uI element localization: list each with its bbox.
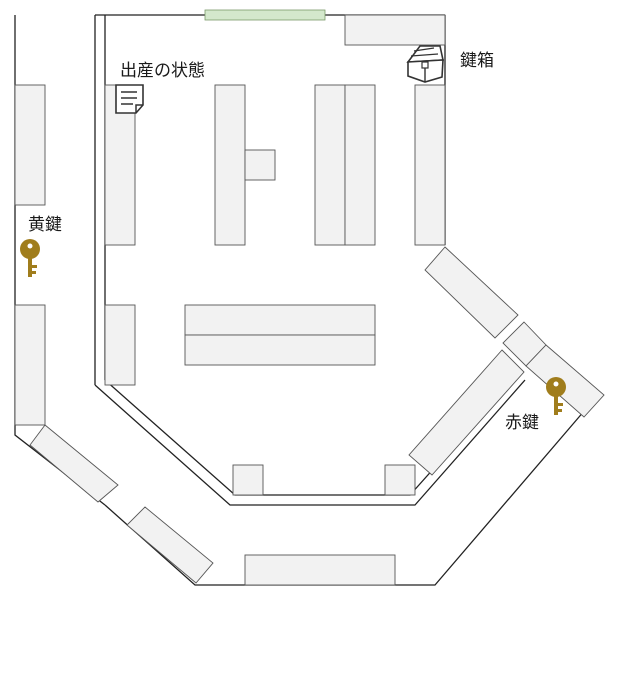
- birth-status-label: 出産の状態: [120, 61, 205, 81]
- shelf: [384, 464, 416, 496]
- shelf: [214, 84, 246, 246]
- shelf: [29, 424, 119, 503]
- shelf: [104, 304, 136, 386]
- shelf: [414, 84, 446, 246]
- shelf: [14, 304, 46, 426]
- shelf: [126, 506, 214, 584]
- shelf: [232, 464, 264, 496]
- shelf: [244, 554, 396, 586]
- key-icon: [20, 239, 40, 277]
- document-icon: [115, 84, 144, 114]
- shelf: [314, 84, 346, 246]
- key-box-label: 鍵箱: [460, 51, 494, 71]
- shelf: [424, 246, 519, 339]
- red-key-label: 赤鍵: [505, 413, 539, 433]
- treasure-chest-icon: [406, 45, 444, 83]
- shelf: [244, 149, 276, 181]
- shelf: [184, 334, 376, 366]
- shelf: [14, 84, 46, 206]
- shelf: [525, 344, 605, 418]
- window: [204, 9, 326, 21]
- shelf: [184, 304, 376, 336]
- shelves: [14, 14, 605, 586]
- shelf: [408, 349, 525, 476]
- shelf: [344, 84, 376, 246]
- key-icon: [546, 377, 566, 415]
- yellow-key-label: 黄鍵: [28, 215, 62, 235]
- shelf: [344, 14, 446, 46]
